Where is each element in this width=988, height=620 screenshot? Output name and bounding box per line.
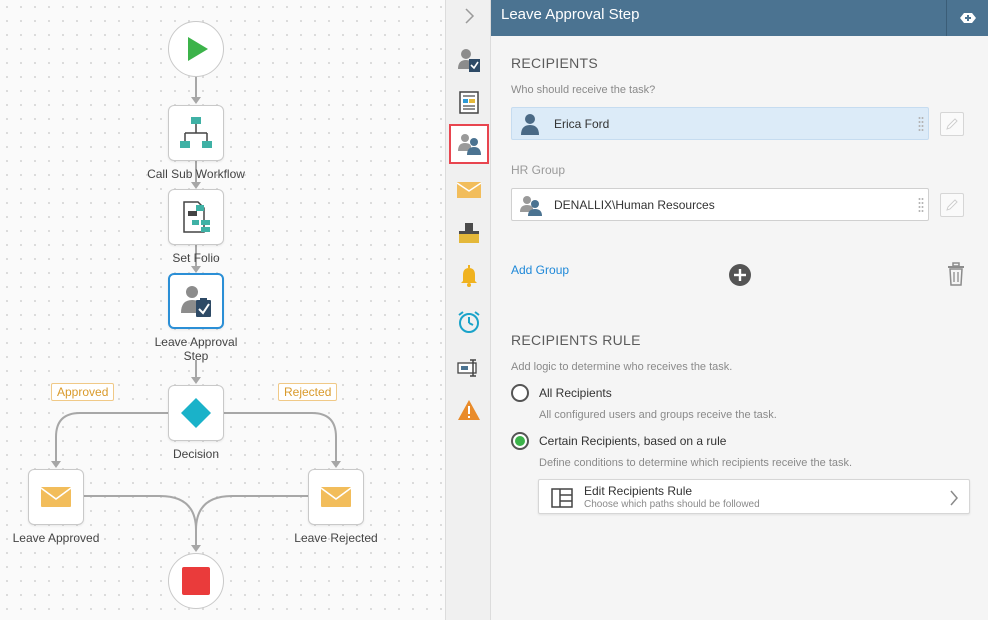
rail-notification-button[interactable] [449,256,489,296]
set-folio-label: Set Folio [172,251,220,265]
drag-handle-icon[interactable] [918,197,924,218]
set-folio-icon [183,201,210,233]
decision-icon [181,398,211,428]
branch-tag-approved[interactable]: Approved [51,383,115,401]
group-icon [518,193,544,222]
all-recipients-radio[interactable] [511,384,529,402]
edit-recipients-rule-button[interactable]: Edit Recipients Rule Choose which paths … [538,479,970,514]
recipients-icon [458,134,481,155]
edit-group-button[interactable] [940,193,964,217]
rail-form-button[interactable] [449,82,489,122]
warning-icon [458,400,480,420]
leave-approval-step-node[interactable] [168,273,224,329]
recipient-user-field[interactable]: Erica Ford [511,107,929,140]
text-field-icon [457,359,477,377]
leave-approval-step-label: Leave Approval Step [154,335,238,363]
bell-icon [461,265,477,287]
step-properties-rail [446,0,491,620]
rail-exceptions-button[interactable] [449,390,489,430]
form-icon [459,91,479,114]
timer-icon [458,311,480,333]
panel-title: Leave Approval Step [501,6,640,23]
decision-node[interactable] [168,385,224,441]
start-node[interactable] [168,21,224,77]
email-icon [320,487,352,507]
add-recipient-button[interactable] [728,263,752,292]
recipients-hint: Who should receive the task? [511,84,656,96]
recipient-user-value: Erica Ford [554,117,610,131]
collapse-panel-button[interactable] [449,0,489,36]
edit-recipient-button[interactable] [940,112,964,136]
all-recipients-desc: All configured users and groups receive … [539,409,777,421]
inbox-icon [459,223,479,243]
play-icon [188,37,208,61]
leave-rejected-label: Leave Rejected [294,531,378,545]
rail-email-button[interactable] [449,170,489,210]
leave-approved-label: Leave Approved [12,531,100,545]
plus-circle-icon [729,264,751,286]
properties-panel: Leave Approval Step RECIPIENTS Who shoul… [491,0,988,620]
call-sub-workflow-label: Call Sub Workflow [147,167,245,181]
connector-lines [51,76,341,552]
certain-recipients-radio[interactable] [511,432,529,450]
call-sub-workflow-node[interactable] [168,105,224,161]
email-icon [40,487,72,507]
recipients-heading: RECIPIENTS [511,55,599,71]
leave-approved-node[interactable] [28,469,84,525]
user-task-icon [181,286,211,317]
recipients-rule-heading: RECIPIENTS RULE [511,332,641,348]
panel-menu-button[interactable] [946,0,988,36]
branch-tag-rejected[interactable]: Rejected [278,383,338,401]
all-recipients-label[interactable]: All Recipients [539,386,612,400]
edit-rule-title: Edit Recipients Rule [584,484,693,498]
certain-recipients-label[interactable]: Certain Recipients, based on a rule [539,434,727,448]
group-label: HR Group [511,163,566,177]
email-icon [457,182,481,198]
rail-inbox-button[interactable] [449,212,489,252]
chevron-right-icon [950,490,958,506]
certain-recipients-desc: Define conditions to determine which rec… [539,457,853,469]
pencil-icon [946,199,958,211]
workflow-canvas[interactable]: Call Sub Workflow Set Folio Leave [0,0,446,620]
set-folio-node[interactable] [168,189,224,245]
chevron-right-icon [465,8,475,24]
user-icon [518,112,542,141]
recipient-group-field[interactable]: DENALLIX\Human Resources [511,188,929,221]
recipients-rule-hint: Add logic to determine who receives the … [511,361,733,373]
leave-rejected-node[interactable] [308,469,364,525]
rail-user-task-button[interactable] [449,40,489,80]
rail-reference-button[interactable] [449,348,489,388]
user-task-icon [458,49,480,72]
drag-handle-icon[interactable] [918,116,924,137]
edit-rule-subtitle: Choose which paths should be followed [584,499,760,510]
sub-workflow-icon [180,117,212,148]
expand-icon [959,13,976,23]
delete-button[interactable] [947,262,965,291]
pencil-icon [946,118,958,130]
rail-recipients-button[interactable] [449,124,489,164]
decision-label: Decision [172,447,220,461]
recipient-group-value: DENALLIX\Human Resources [554,198,715,212]
rail-escalation-button[interactable] [449,302,489,342]
trash-icon [948,262,964,286]
panel-header: Leave Approval Step [491,0,988,36]
rule-layout-icon [551,488,573,508]
stop-icon [182,567,210,595]
add-group-link[interactable]: Add Group [511,263,570,277]
end-node[interactable] [168,553,224,609]
